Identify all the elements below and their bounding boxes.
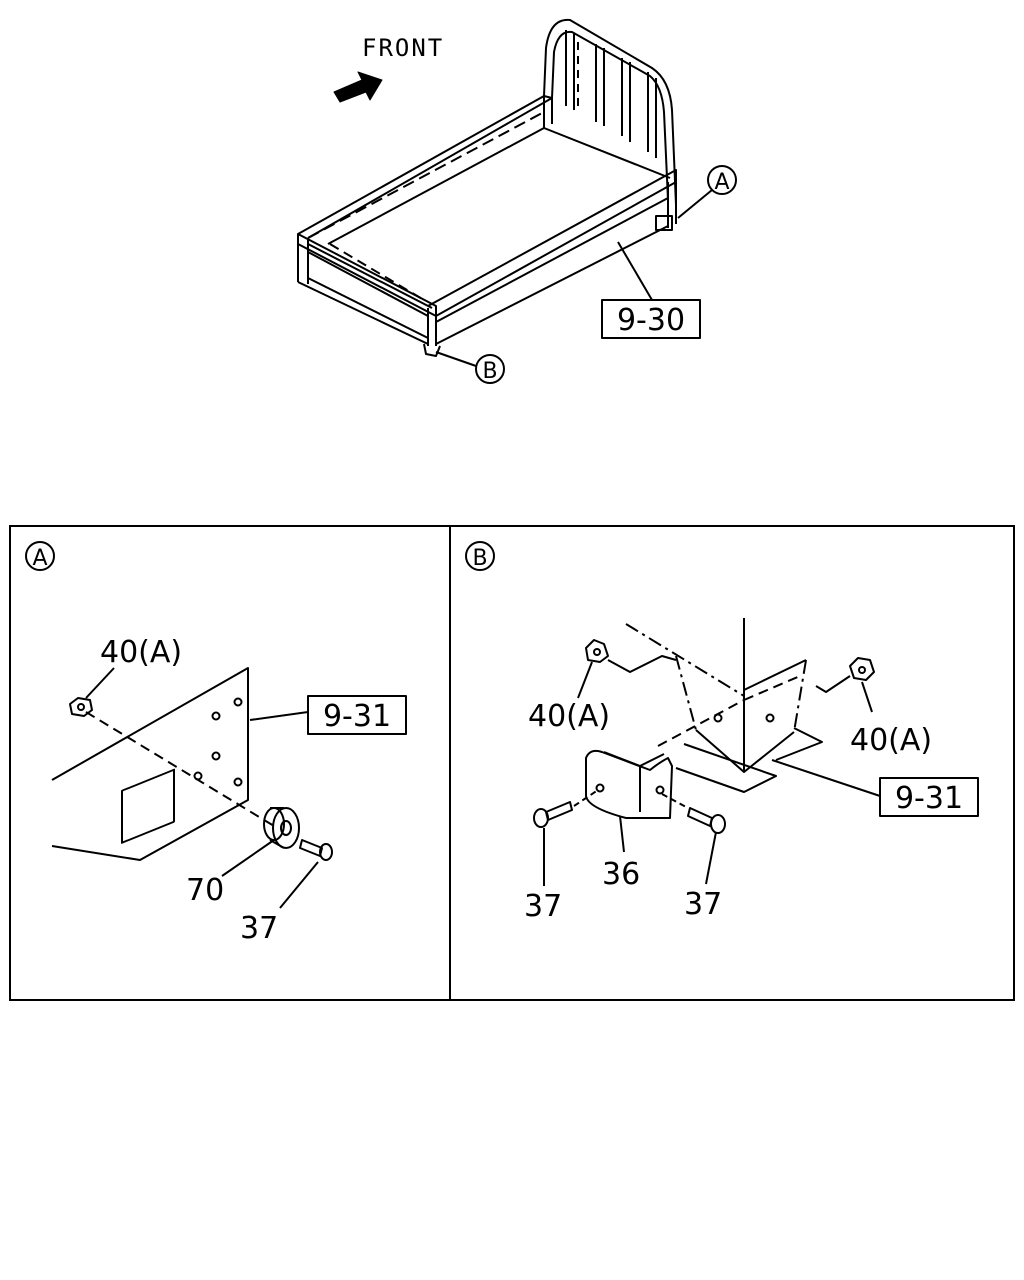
label-37-right[interactable]: 37 [684, 887, 722, 922]
callout-b-label: B [482, 359, 497, 384]
label-37[interactable]: 37 [240, 911, 278, 946]
ref-box-9-31-b-label: 9-31 [895, 781, 963, 816]
detail-a: A 40(A) 70 [25, 541, 407, 946]
front-arrow-icon [333, 71, 383, 103]
label-36[interactable]: 36 [602, 857, 640, 892]
mounting-plate-a [51, 667, 249, 861]
label-70[interactable]: 70 [186, 873, 224, 908]
front-label: FRONT [362, 34, 444, 62]
detail-frame [9, 525, 1015, 1001]
bed-frame [297, 95, 677, 357]
nut-40a-icon[interactable] [69, 697, 93, 717]
ref-box-9-30[interactable]: 9-30 [601, 241, 701, 339]
bolt-37-right-icon[interactable] [687, 807, 726, 834]
detail-b: B 36 [465, 541, 979, 924]
ref-box-9-30-label: 9-30 [617, 303, 685, 338]
bolt-37-icon[interactable] [299, 839, 333, 861]
ref-box-9-31-a[interactable]: 9-31 [249, 695, 407, 735]
nut-40a-right-icon[interactable] [849, 657, 875, 681]
label-40a[interactable]: 40(A) [100, 635, 182, 670]
detail-a-circle-label: A [32, 546, 47, 571]
callout-b[interactable]: B [435, 351, 505, 384]
detail-b-circle-label: B [472, 546, 487, 571]
headboard [543, 18, 677, 206]
overview-truck-bed: FRONT [297, 18, 737, 384]
ref-box-9-31-a-label: 9-31 [323, 699, 391, 734]
callout-a[interactable]: A [677, 165, 737, 219]
bracket-36-icon[interactable] [585, 749, 673, 819]
ref-box-9-31-b[interactable]: 9-31 [771, 759, 979, 817]
label-37-left[interactable]: 37 [524, 889, 562, 924]
callout-a-label: A [714, 170, 729, 195]
nut-40a-left-icon[interactable] [585, 639, 609, 663]
frame-member-b [625, 618, 823, 793]
label-40a-right[interactable]: 40(A) [850, 723, 932, 758]
bolt-37-left-icon[interactable] [533, 801, 573, 828]
label-40a-left[interactable]: 40(A) [528, 699, 610, 734]
